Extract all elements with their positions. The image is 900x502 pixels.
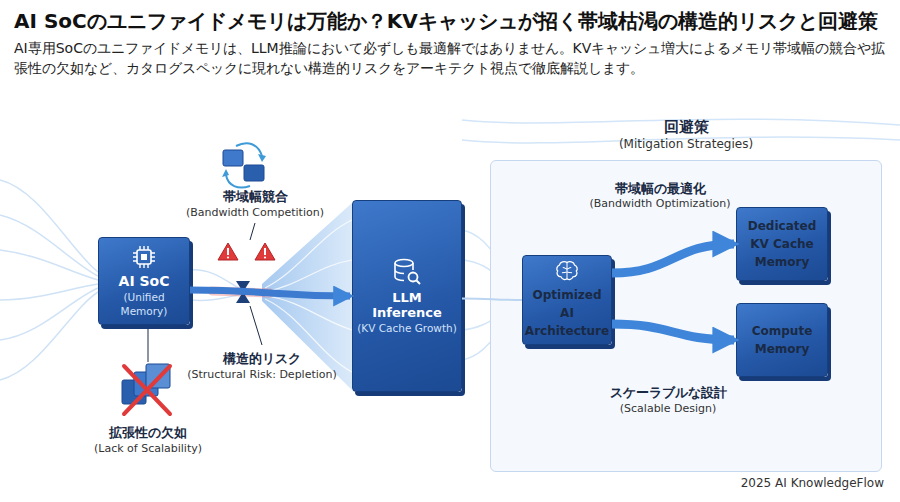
node-subtitle: (Unified Memory): [103, 290, 185, 318]
mitigation-panel: 回避策(Mitigation Strategies) Optimized AI A…: [490, 118, 882, 472]
flow-line: [0, 180, 98, 272]
flow-arrow: [190, 290, 350, 296]
node-title: Optimized AI Architecture: [525, 286, 609, 340]
flow-arrow: [612, 324, 734, 340]
scalability-icon: [122, 364, 170, 414]
annotation-label: (Lack of Scalability): [28, 442, 268, 455]
flow-line: [0, 288, 98, 340]
bottleneck-hourglass: [236, 281, 250, 292]
annotation-label: 帯域幅競合: [135, 188, 375, 206]
leader-line: [148, 328, 149, 362]
flow-line: [0, 215, 98, 276]
annotation-label: 拡張性の欠如: [28, 424, 268, 442]
panel-heading: 回避策(Mitigation Strategies): [490, 118, 882, 152]
leader-line: [250, 306, 262, 345]
annotation-label: (Scalable Design): [548, 402, 788, 415]
annotation-label: 帯域幅の最適化: [540, 180, 780, 198]
node-title: 回避策: [490, 118, 882, 136]
annotation-label: スケーラブルな設計: [548, 384, 788, 402]
node-title: AI SoC: [119, 274, 170, 289]
brain-icon: [553, 260, 581, 282]
node-title: Compute Memory: [741, 322, 823, 358]
funnel-stream: [265, 296, 352, 330]
process-box: Compute Memory: [736, 303, 828, 377]
flow-line: [0, 250, 98, 280]
chip-icon: [131, 244, 157, 270]
flow-line: [0, 292, 98, 380]
process-box: Dedicated KV Cache Memory: [736, 207, 828, 281]
diagram-title: AI SoCのユニファイドメモリは万能か？KVキャッシュが招く帯域枯渇の構造的リ…: [14, 8, 894, 35]
diagram-caption: AI専用SoCのユニファイドメモリは、LLM推論において必ずしも最適解ではありま…: [14, 38, 894, 78]
competition-icon: [222, 143, 266, 187]
funnel-stream: [265, 220, 352, 288]
warning-icon: [218, 243, 238, 260]
annotation-label: 構造的リスク: [142, 350, 382, 368]
database-icon: [392, 258, 422, 286]
node-title: LLM Inference: [357, 290, 457, 320]
flow-line: [0, 284, 98, 300]
leader-line: [250, 223, 255, 240]
congestion-glow: [212, 291, 270, 293]
node-subtitle: (KV Cache Growth): [357, 321, 457, 335]
node-subtitle: (Mitigation Strategies): [490, 136, 882, 152]
annotation-label: (Bandwidth Competition): [135, 206, 375, 219]
process-box: Optimized AI Architecture: [522, 255, 612, 345]
annotation-label: (Bandwidth Optimization): [540, 197, 780, 210]
process-box: LLM Inference(KV Cache Growth): [352, 200, 462, 392]
warning-icon: [255, 243, 275, 260]
funnel-stream: [265, 260, 352, 292]
process-box: AI SoC(Unified Memory): [98, 237, 190, 325]
annotation-label: (Structural Risk: Depletion): [142, 368, 382, 381]
bottleneck-hourglass: [236, 292, 250, 303]
flow-arrow: [612, 244, 734, 273]
flow-arrow: [462, 298, 522, 300]
node-title: Dedicated KV Cache Memory: [741, 217, 823, 271]
credit-text: 2025 AI KnowledgeFlow: [644, 476, 884, 490]
